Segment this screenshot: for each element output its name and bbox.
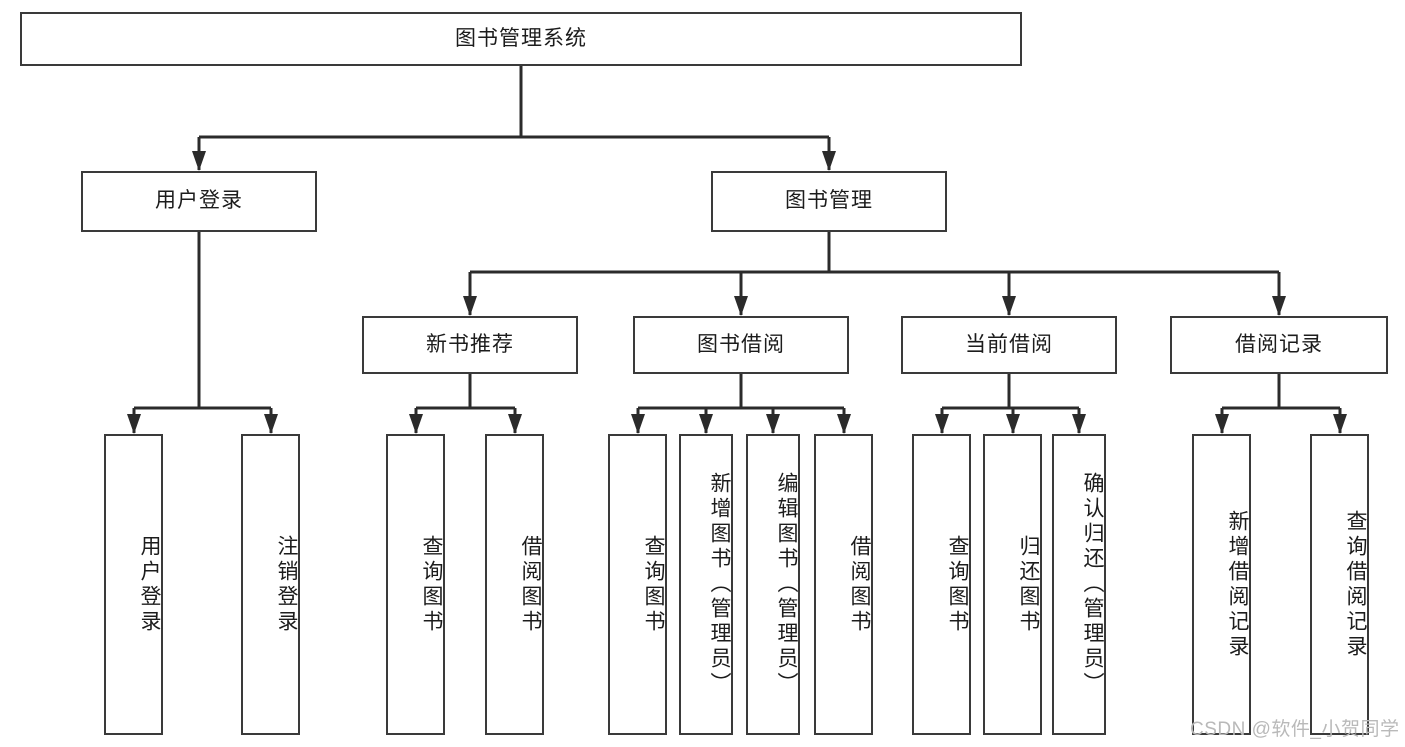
node-l_query2[interactable]: 查询图书 [608,434,667,735]
node-label: 注销登录 [275,534,298,635]
node-records[interactable]: 借阅记录 [1170,316,1388,374]
node-label: 归还图书 [1017,534,1040,635]
node-label: 借阅图书 [519,534,542,635]
node-l_return[interactable]: 归还图书 [983,434,1042,735]
node-l_queryrec[interactable]: 查询借阅记录 [1310,434,1369,735]
node-label: 查询借阅记录 [1344,509,1367,660]
node-l_borrow2[interactable]: 借阅图书 [814,434,873,735]
node-label: 新增借阅记录 [1226,509,1249,660]
node-label: 用户登录 [155,189,243,213]
node-label: 编辑图书（管理员） [775,472,798,697]
node-label: 确认归还（管理员） [1081,472,1104,697]
node-label: 新增图书（管理员） [708,472,731,697]
node-label: 查询图书 [420,534,443,635]
node-label: 查询图书 [642,534,665,635]
node-l_add[interactable]: 新增图书（管理员） [679,434,733,735]
node-l_query3[interactable]: 查询图书 [912,434,971,735]
node-label: 新书推荐 [426,332,514,356]
watermark-text: CSDN @软件_小贺同学 [1190,719,1400,740]
node-newbook[interactable]: 新书推荐 [362,316,578,374]
node-l_confirm[interactable]: 确认归还（管理员） [1052,434,1106,735]
node-label: 借阅图书 [848,534,871,635]
node-label: 当前借阅 [965,332,1053,356]
node-l_edit[interactable]: 编辑图书（管理员） [746,434,800,735]
node-label: 查询图书 [946,534,969,635]
node-l_addrec[interactable]: 新增借阅记录 [1192,434,1251,735]
node-login[interactable]: 用户登录 [81,171,317,232]
node-l_query1[interactable]: 查询图书 [386,434,445,735]
node-borrow[interactable]: 图书借阅 [633,316,849,374]
node-l_login[interactable]: 用户登录 [104,434,163,735]
node-current[interactable]: 当前借阅 [901,316,1117,374]
node-label: 用户登录 [138,534,161,635]
node-label: 借阅记录 [1235,332,1323,356]
node-label: 图书管理系统 [455,26,587,50]
node-root[interactable]: 图书管理系统 [20,12,1022,66]
node-label: 图书借阅 [697,332,785,356]
node-label: 图书管理 [785,189,873,213]
node-l_borrow1[interactable]: 借阅图书 [485,434,544,735]
node-l_logout[interactable]: 注销登录 [241,434,300,735]
node-bookmgmt[interactable]: 图书管理 [711,171,947,232]
